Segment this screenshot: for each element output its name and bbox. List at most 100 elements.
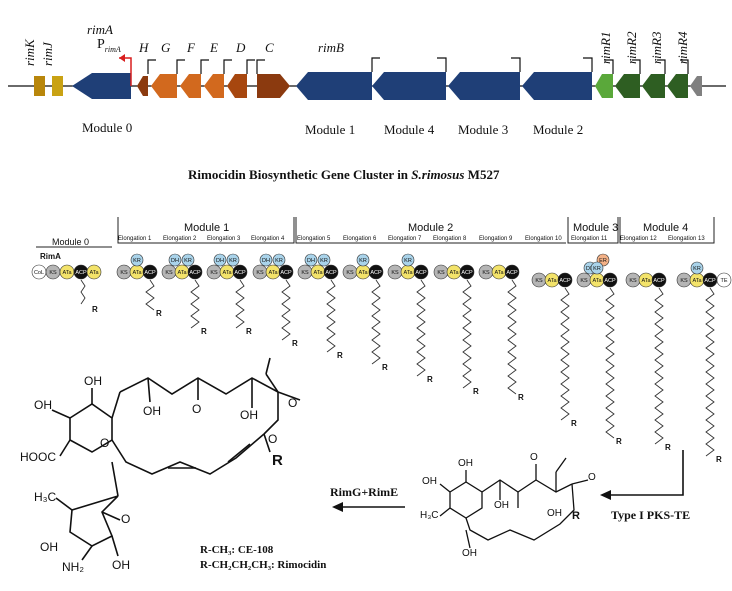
domain-acp-8-text: ACP [461,270,473,276]
chain-end-r-8: R [473,387,479,396]
gene-H [137,76,148,96]
small-atom-r: R [572,510,580,522]
gene-G [151,74,177,98]
chain-end-r-3: R [246,327,252,336]
domain-acp-13-text: ACP [704,278,716,284]
domain-acp-7 [413,264,429,280]
gene-C [257,74,290,98]
atom-oh-3: OH [143,404,161,418]
domain-acp-1 [142,264,158,280]
polyketide-chain-10 [560,287,570,421]
domain-acp-6-text: ACP [370,270,382,276]
elongation-label-4: Elongation 4 [251,236,285,242]
domain-kr-11-text: KR [593,266,601,272]
gene-F [180,74,201,98]
label-E: E [210,40,218,55]
pks-module-4-header: Module 4 [643,222,689,234]
module-2-label: Module 2 [533,122,584,137]
pks-module-0-header: Module 0 [52,237,90,247]
polyketide-chain-12 [654,287,664,445]
promoter-arrowhead-icon [119,54,125,62]
small-atom-oh-1: OH [458,458,473,469]
atom-o-sugar: O [121,512,131,526]
domain-acp-12 [651,272,667,288]
atom-r-big: R [272,452,283,469]
elongation-label-10: Elongation 10 [525,236,562,242]
atom-hooc: HOOC [20,450,56,464]
gene-rimB-2 [522,72,592,100]
domain-dh-11-text: DH [586,266,594,272]
tailoring-arrowhead-icon [332,502,343,512]
module-3-label: Module 3 [458,122,509,137]
atom-o-ester: O [268,432,278,446]
domain-kr-4-text: KR [275,258,283,264]
domain-at-8-text: ATa [449,270,459,276]
domain-at-1-text: ATa [132,270,142,276]
label-rimR2: rimR2 [624,31,639,65]
domain-ks-8-text: KS [437,270,445,276]
domain-at-loading-text: ATa [62,270,72,276]
domain-acp-1-text: ACP [144,270,156,276]
atom-oh-4: OH [240,408,258,422]
domain-kr-5 [317,253,331,267]
domain-ks-4-text: KS [256,270,264,276]
gene-rimA [72,73,131,99]
chain-end-r-7: R [427,375,433,384]
polyketide-chain-2 [190,279,200,329]
domain-te [716,272,732,288]
legend-ce108: R-CH₃: CE-108 [200,544,274,556]
domain-acp-2-text: ACP [189,270,201,276]
domain-ks-11-text: KS [580,278,588,284]
domain-at-12-text: ATa [641,278,651,284]
atom-oh-5: OH [112,558,130,572]
domain-dh-2 [168,253,182,267]
domain-dh-4-text: DH [262,258,270,264]
domain-dh-2-text: DH [171,258,179,264]
domain-ks-12-text: KS [629,278,637,284]
elongation-label-6: Elongation 6 [343,236,377,242]
domain-dh-3-text: DH [216,258,224,264]
domain-at-7-text: ATa [403,270,413,276]
domain-acp-3 [232,264,248,280]
domain-acp-11 [602,272,618,288]
domain-kr-11 [590,261,604,275]
domain-ks-9-text: KS [482,270,490,276]
domain-kr-7-text: KR [404,258,412,264]
domain-acp-4 [278,264,294,280]
domain-at-4-text: ATa [268,270,278,276]
domain-kr-5-text: KR [320,258,328,264]
label-rimB: rimB [318,40,344,55]
pks-te-label: Type I PKS-TE [611,508,691,522]
atom-oh-6: OH [40,540,58,554]
domain-kr-6-text: KR [359,258,367,264]
elongation-label-7: Elongation 7 [388,236,422,242]
domain-at-loading-2-text: ATa [89,270,99,276]
chain-end-r-1: R [156,309,162,318]
label-rimK: rimK [22,39,37,66]
label-rimR4: rimR4 [675,31,690,65]
elongation-label-13: Elongation 13 [668,236,705,242]
small-atom-oh-4: OH [547,508,562,519]
elongation-label-5: Elongation 5 [297,236,331,242]
domain-kr-6 [356,253,370,267]
polyketide-chain-7 [416,279,426,377]
domain-acp-8 [459,264,475,280]
domain-ks-6-text: KS [346,270,354,276]
gene-rimB-3 [448,72,520,100]
domain-kr-2-text: KR [184,258,192,264]
chain-end-r-13: R [716,455,722,464]
flow-arrowhead-icon [600,490,611,500]
chain-end-r-5: R [337,351,343,360]
elongation-label-2: Elongation 2 [163,236,197,242]
domain-te-text: TE [720,278,727,284]
chain-end-r-9: R [518,393,524,402]
domain-at-9-text: ATa [494,270,504,276]
label-rimA: rimA [87,22,113,37]
polyketide-chain-0 [80,279,86,305]
domain-ks-loading-text: KS [49,270,57,276]
domain-kr-7 [401,253,415,267]
domain-kr-13 [690,261,704,275]
module-4-label: Module 4 [384,122,435,137]
